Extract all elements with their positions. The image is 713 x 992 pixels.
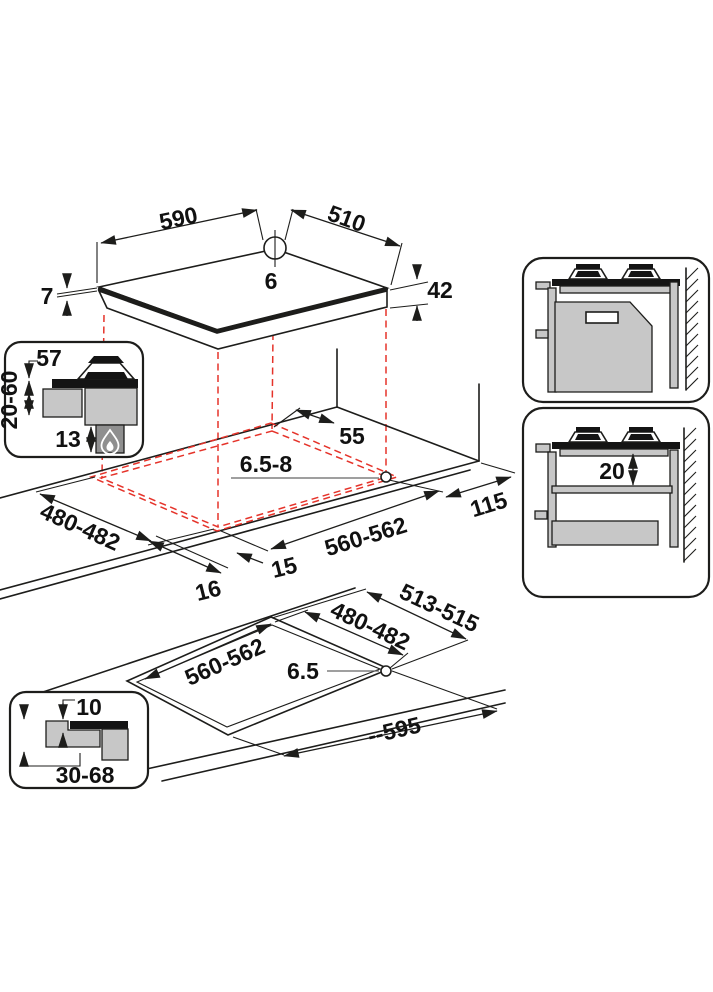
hob-profile: [552, 279, 680, 286]
dim-hob-width: 590: [157, 201, 200, 234]
worktop-profile-2: [559, 448, 669, 457]
dim-corner-hole: 6.5-8: [240, 451, 293, 477]
burner-detail-inset: 57 20-60 13: [0, 340, 145, 459]
worktop-section: [42, 388, 83, 418]
flame-icon: [100, 428, 120, 455]
cabinet-hinge-2: [534, 510, 548, 520]
dim-corner-hole-bottom: 6.5: [287, 658, 319, 684]
dim-flush-recess-depth: 10: [76, 694, 102, 720]
projection-line-back: [271, 332, 274, 430]
cabinet-left-side-2: [547, 451, 557, 548]
burner-cap: [88, 356, 124, 363]
hob-footprint-dashed: [88, 422, 400, 532]
corner-fixing-hole: [380, 471, 392, 483]
worktop-profile: [559, 285, 673, 294]
flush-hob-body-section: [101, 728, 129, 761]
hob-profile-2: [552, 442, 680, 449]
dim-right-clearance: 115: [467, 486, 510, 522]
hob-glass-edge: [97, 286, 389, 334]
worktop-front-edge-flush-thickness: [161, 702, 506, 782]
dim-rear-clearance: 55: [339, 423, 365, 449]
corner-fixing-hole-bottom: [380, 665, 392, 677]
side-view-oven: [521, 256, 711, 404]
dim-flush-thickness-range: 30-68: [56, 762, 115, 788]
wall-hatching-2: [683, 427, 697, 562]
cabinet-hinge: [535, 329, 549, 339]
flush-glass-section: [70, 721, 128, 729]
worktop-right-edge: [336, 406, 480, 462]
dim-line-hob-depth: [290, 209, 401, 247]
dim-overall-width: --595: [365, 711, 423, 748]
dim-hole-diameter: 6: [265, 268, 278, 294]
worktop-front-edge-flush: [141, 689, 506, 771]
dim-body-height: 42: [427, 277, 453, 303]
dim-hob-depth: 510: [324, 200, 369, 238]
dim-front-gap: 16: [193, 575, 224, 606]
cabinet-left-top-2: [535, 443, 551, 453]
burner-body-section: [84, 387, 138, 426]
flush-detail-inset: 10 30-68: [8, 690, 150, 790]
dim-worktop-range: 20-60: [0, 371, 22, 430]
separator-shelf: [551, 485, 673, 494]
burner-profiles: [567, 264, 662, 280]
burner-ring: [84, 372, 128, 379]
cabinet-right-side-2: [669, 449, 679, 548]
dim-side-gap: 15: [269, 551, 300, 582]
dim-burner-width: 57: [36, 345, 62, 371]
dim-cutout-depth-mid: 480-482: [36, 498, 124, 556]
dim-line-hob-width: [100, 208, 258, 245]
side-view-shelf: 20: [521, 406, 711, 599]
cutout-dashed: [98, 430, 390, 528]
dim-clearance-below: 20: [599, 458, 625, 484]
oven-display: [585, 311, 619, 324]
dim-cutout-width-mid: 560-562: [321, 512, 409, 562]
flame-icon-inner: [106, 441, 114, 451]
built-in-oven: [554, 301, 653, 393]
dim-glass-thickness: 7: [41, 283, 54, 309]
cabinet-right-side: [669, 281, 679, 389]
dim-below-depth: 13: [55, 426, 81, 452]
hob-glass-section: [52, 379, 138, 388]
wall-hatching: [685, 267, 699, 391]
drawer: [551, 520, 659, 546]
cabinet-left-top: [535, 281, 551, 290]
burner-profiles-2: [567, 427, 662, 443]
